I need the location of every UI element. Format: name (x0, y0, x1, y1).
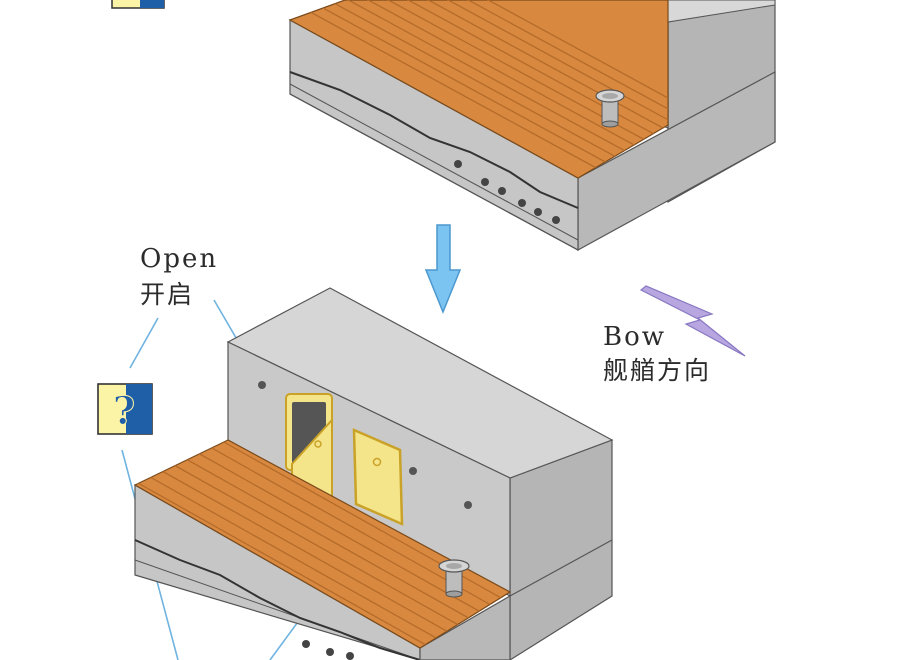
lower-section-model (133, 287, 614, 660)
upper-waterline (289, 71, 579, 209)
lower-waterline (134, 539, 421, 660)
bow-label-en: Bow (603, 322, 667, 352)
open-label-en: Open (140, 244, 219, 274)
zigzag-arrow-icon (639, 285, 746, 357)
open-hatch (285, 393, 333, 508)
lower-block-side (509, 439, 613, 660)
upper-section-model (111, 0, 776, 252)
svg-text:?: ? (113, 388, 135, 433)
closed-hatch (352, 428, 404, 526)
open-label-cn: 开启 (140, 280, 195, 309)
lower-deck (133, 439, 512, 649)
question-mark-icon: ? (97, 383, 153, 435)
upper-bollard (595, 89, 625, 128)
down-arrow-icon (424, 224, 462, 314)
lower-bollard (438, 559, 470, 598)
bow-label-cn: 舰艏方向 (603, 356, 712, 385)
upper-question-mark-icon (111, 0, 165, 9)
